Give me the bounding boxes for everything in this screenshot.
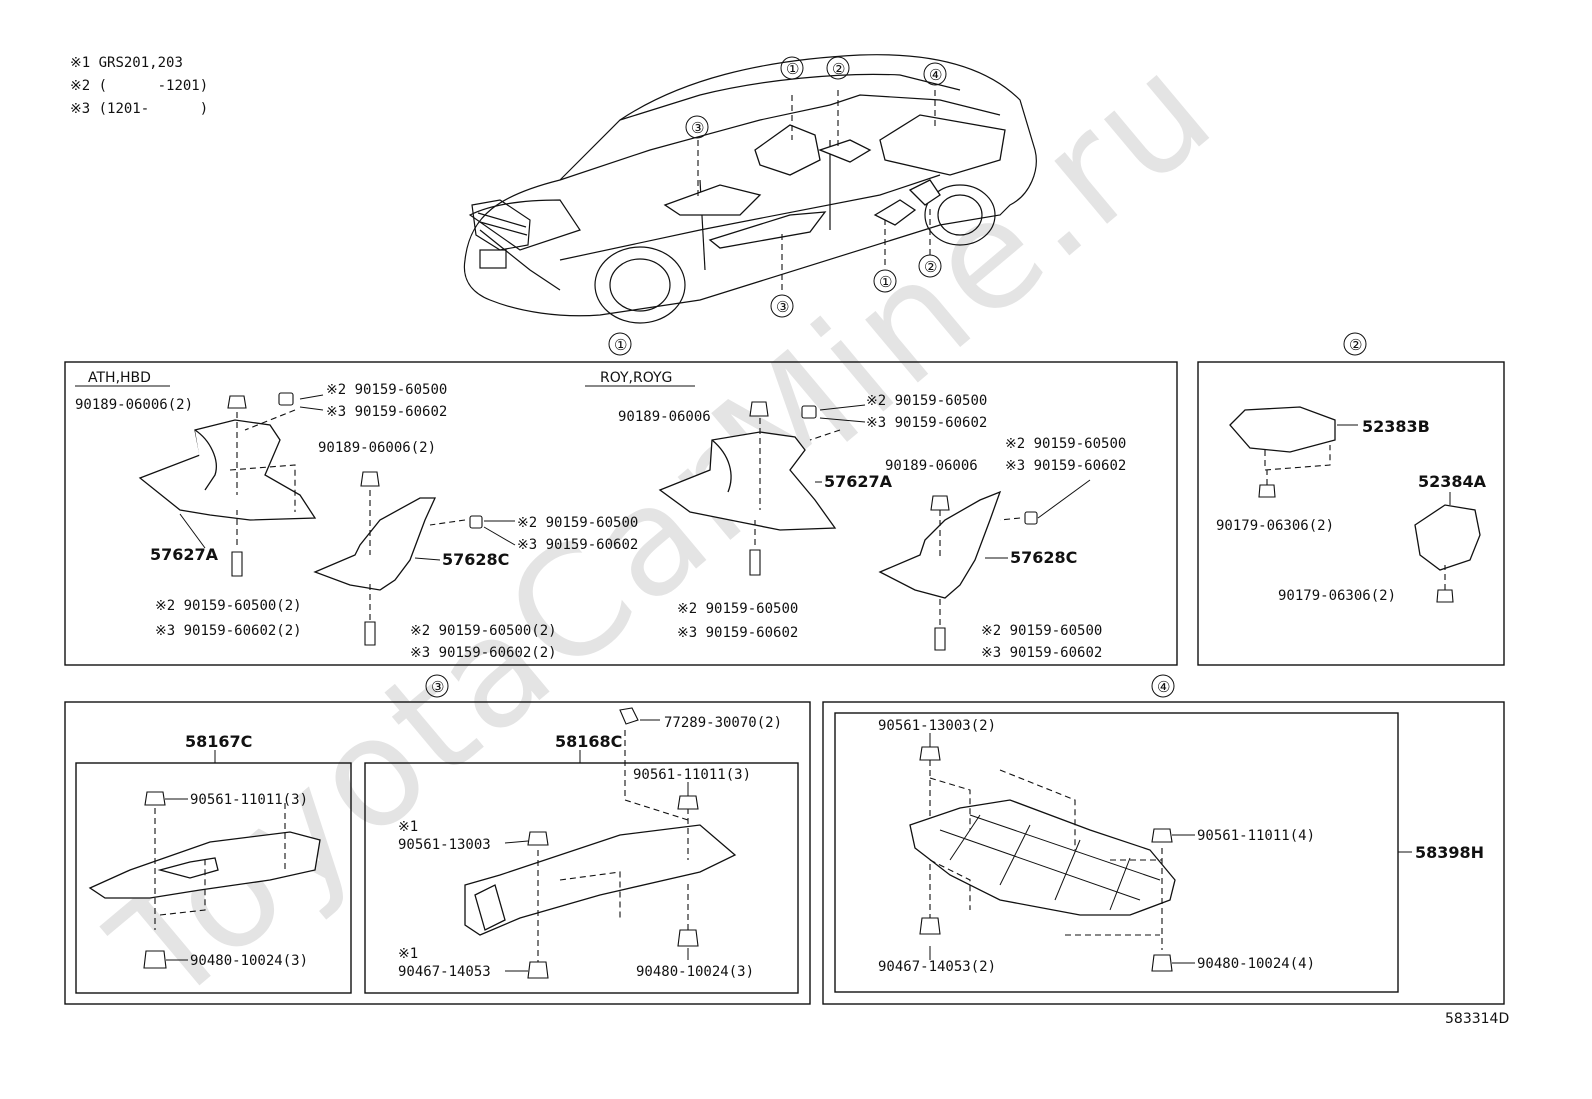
g2-label-p1: 90179-06306(2) — [1216, 518, 1334, 534]
g1l-ref-57628c: 57628C — [442, 550, 509, 569]
group1-left-drawing — [138, 392, 516, 646]
car-part-2a — [818, 139, 872, 163]
g1r-label-p4b: ※3 90159-60602 — [1005, 458, 1126, 474]
group3-callout: ③ — [431, 678, 444, 696]
g1l-label-p5a: ※2 90159-60500(2) — [155, 598, 302, 614]
callout-1-bottom: ① — [879, 273, 892, 291]
car-part-2b — [908, 179, 941, 206]
g1l-label-p2b: ※3 90159-60602 — [326, 404, 447, 420]
callout-4-top: ④ — [929, 66, 942, 84]
g4-ref-58398h: 58398H — [1415, 843, 1484, 862]
g2-ref-52384a: 52384A — [1418, 472, 1487, 491]
g3-note-2: ※1 — [398, 946, 418, 962]
g1l-label-p6a: ※2 90159-60500(2) — [410, 623, 557, 639]
g3-label-lbot: 90480-10024(3) — [190, 953, 308, 969]
g1r-label-p5a: ※2 90159-60500 — [677, 601, 798, 617]
callout-2-bottom: ② — [924, 258, 937, 276]
g1r-ref-57628c: 57628C — [1010, 548, 1077, 567]
g1l-label-p5b: ※3 90159-60602(2) — [155, 623, 302, 639]
group4-drawing — [909, 733, 1195, 972]
g1r-label-p4a: ※2 90159-60500 — [1005, 436, 1126, 452]
g3-label-rmid: 90561-13003 — [398, 837, 491, 853]
car-part-3b — [708, 211, 827, 249]
g1r-label-p1: 90189-06006 — [618, 409, 711, 425]
g4-label-tl: 90561-13003(2) — [878, 718, 996, 734]
group2-frame — [1197, 361, 1505, 666]
group4-callout: ④ — [1157, 678, 1170, 696]
car-part-1b — [873, 199, 917, 226]
g1l-label-p1: 90189-06006(2) — [75, 397, 193, 413]
group3-right-box — [364, 762, 799, 994]
g3-label-clip: 77289-30070(2) — [664, 715, 782, 731]
car-illustration — [463, 54, 1037, 324]
car-part-4 — [879, 114, 1006, 176]
figure-code: 583314D — [1445, 1011, 1509, 1027]
g1l-label-p4a: ※2 90159-60500 — [517, 515, 638, 531]
g3-ref-58167c: 58167C — [185, 732, 252, 751]
g3-ref-58168c: 58168C — [555, 732, 622, 751]
g4-label-br: 90480-10024(4) — [1197, 956, 1315, 972]
note-3: ※3 (1201- ) — [70, 101, 209, 117]
car-part-1a — [754, 124, 821, 176]
g1r-label-p6b: ※3 90159-60602 — [981, 645, 1102, 661]
group3-left-box — [75, 762, 352, 994]
group1-right-subtitle: ROY,ROYG — [600, 370, 672, 386]
group4-frame — [822, 701, 1505, 1005]
callout-2-top: ② — [832, 60, 845, 78]
g1l-ref-57627a: 57627A — [150, 545, 219, 564]
g2-ref-52383b: 52383B — [1362, 417, 1430, 436]
group1-callout: ① — [614, 336, 627, 354]
callout-3-bottom: ③ — [776, 298, 789, 316]
group3-frame — [64, 701, 811, 1005]
group3-left-drawing — [88, 791, 321, 969]
g3-label-rbr: 90480-10024(3) — [636, 964, 754, 980]
group1-left-subtitle: ATH,HBD — [88, 370, 151, 386]
group3-right-drawing — [464, 707, 737, 979]
g3-label-ltop: 90561-11011(3) — [190, 792, 308, 808]
g1r-ref-57627a: 57627A — [824, 472, 893, 491]
note-1: ※1 GRS201,203 — [70, 55, 183, 71]
callout-3-top: ③ — [691, 119, 704, 137]
callout-1-top: ① — [786, 60, 799, 78]
g1r-label-p6a: ※2 90159-60500 — [981, 623, 1102, 639]
g2-label-p2: 90179-06306(2) — [1278, 588, 1396, 604]
g1l-label-p2a: ※2 90159-60500 — [326, 382, 447, 398]
note-2: ※2 ( -1201) — [70, 78, 209, 94]
g1r-label-p2a: ※2 90159-60500 — [866, 393, 987, 409]
g3-label-rbl: 90467-14053 — [398, 964, 491, 980]
group2-callout: ② — [1349, 336, 1362, 354]
group1-right-drawing — [658, 401, 1091, 651]
car-callouts: ① ② ④ ③ ③ ① ② — [685, 56, 947, 318]
g1r-label-p2b: ※3 90159-60602 — [866, 415, 987, 431]
g1l-label-p4b: ※3 90159-60602 — [517, 537, 638, 553]
g4-label-bl: 90467-14053(2) — [878, 959, 996, 975]
group1-frame — [64, 361, 1178, 666]
g4-label-r1: 90561-11011(4) — [1197, 828, 1315, 844]
g1r-label-p3: 90189-06006 — [885, 458, 978, 474]
car-part-3a — [663, 184, 762, 216]
g1l-label-p3: 90189-06006(2) — [318, 440, 436, 456]
group2-drawing — [1229, 406, 1481, 603]
g1l-label-p6b: ※3 90159-60602(2) — [410, 645, 557, 661]
g1r-label-p5b: ※3 90159-60602 — [677, 625, 798, 641]
g3-note-1: ※1 — [398, 819, 418, 835]
g3-label-rtop: 90561-11011(3) — [633, 767, 751, 783]
